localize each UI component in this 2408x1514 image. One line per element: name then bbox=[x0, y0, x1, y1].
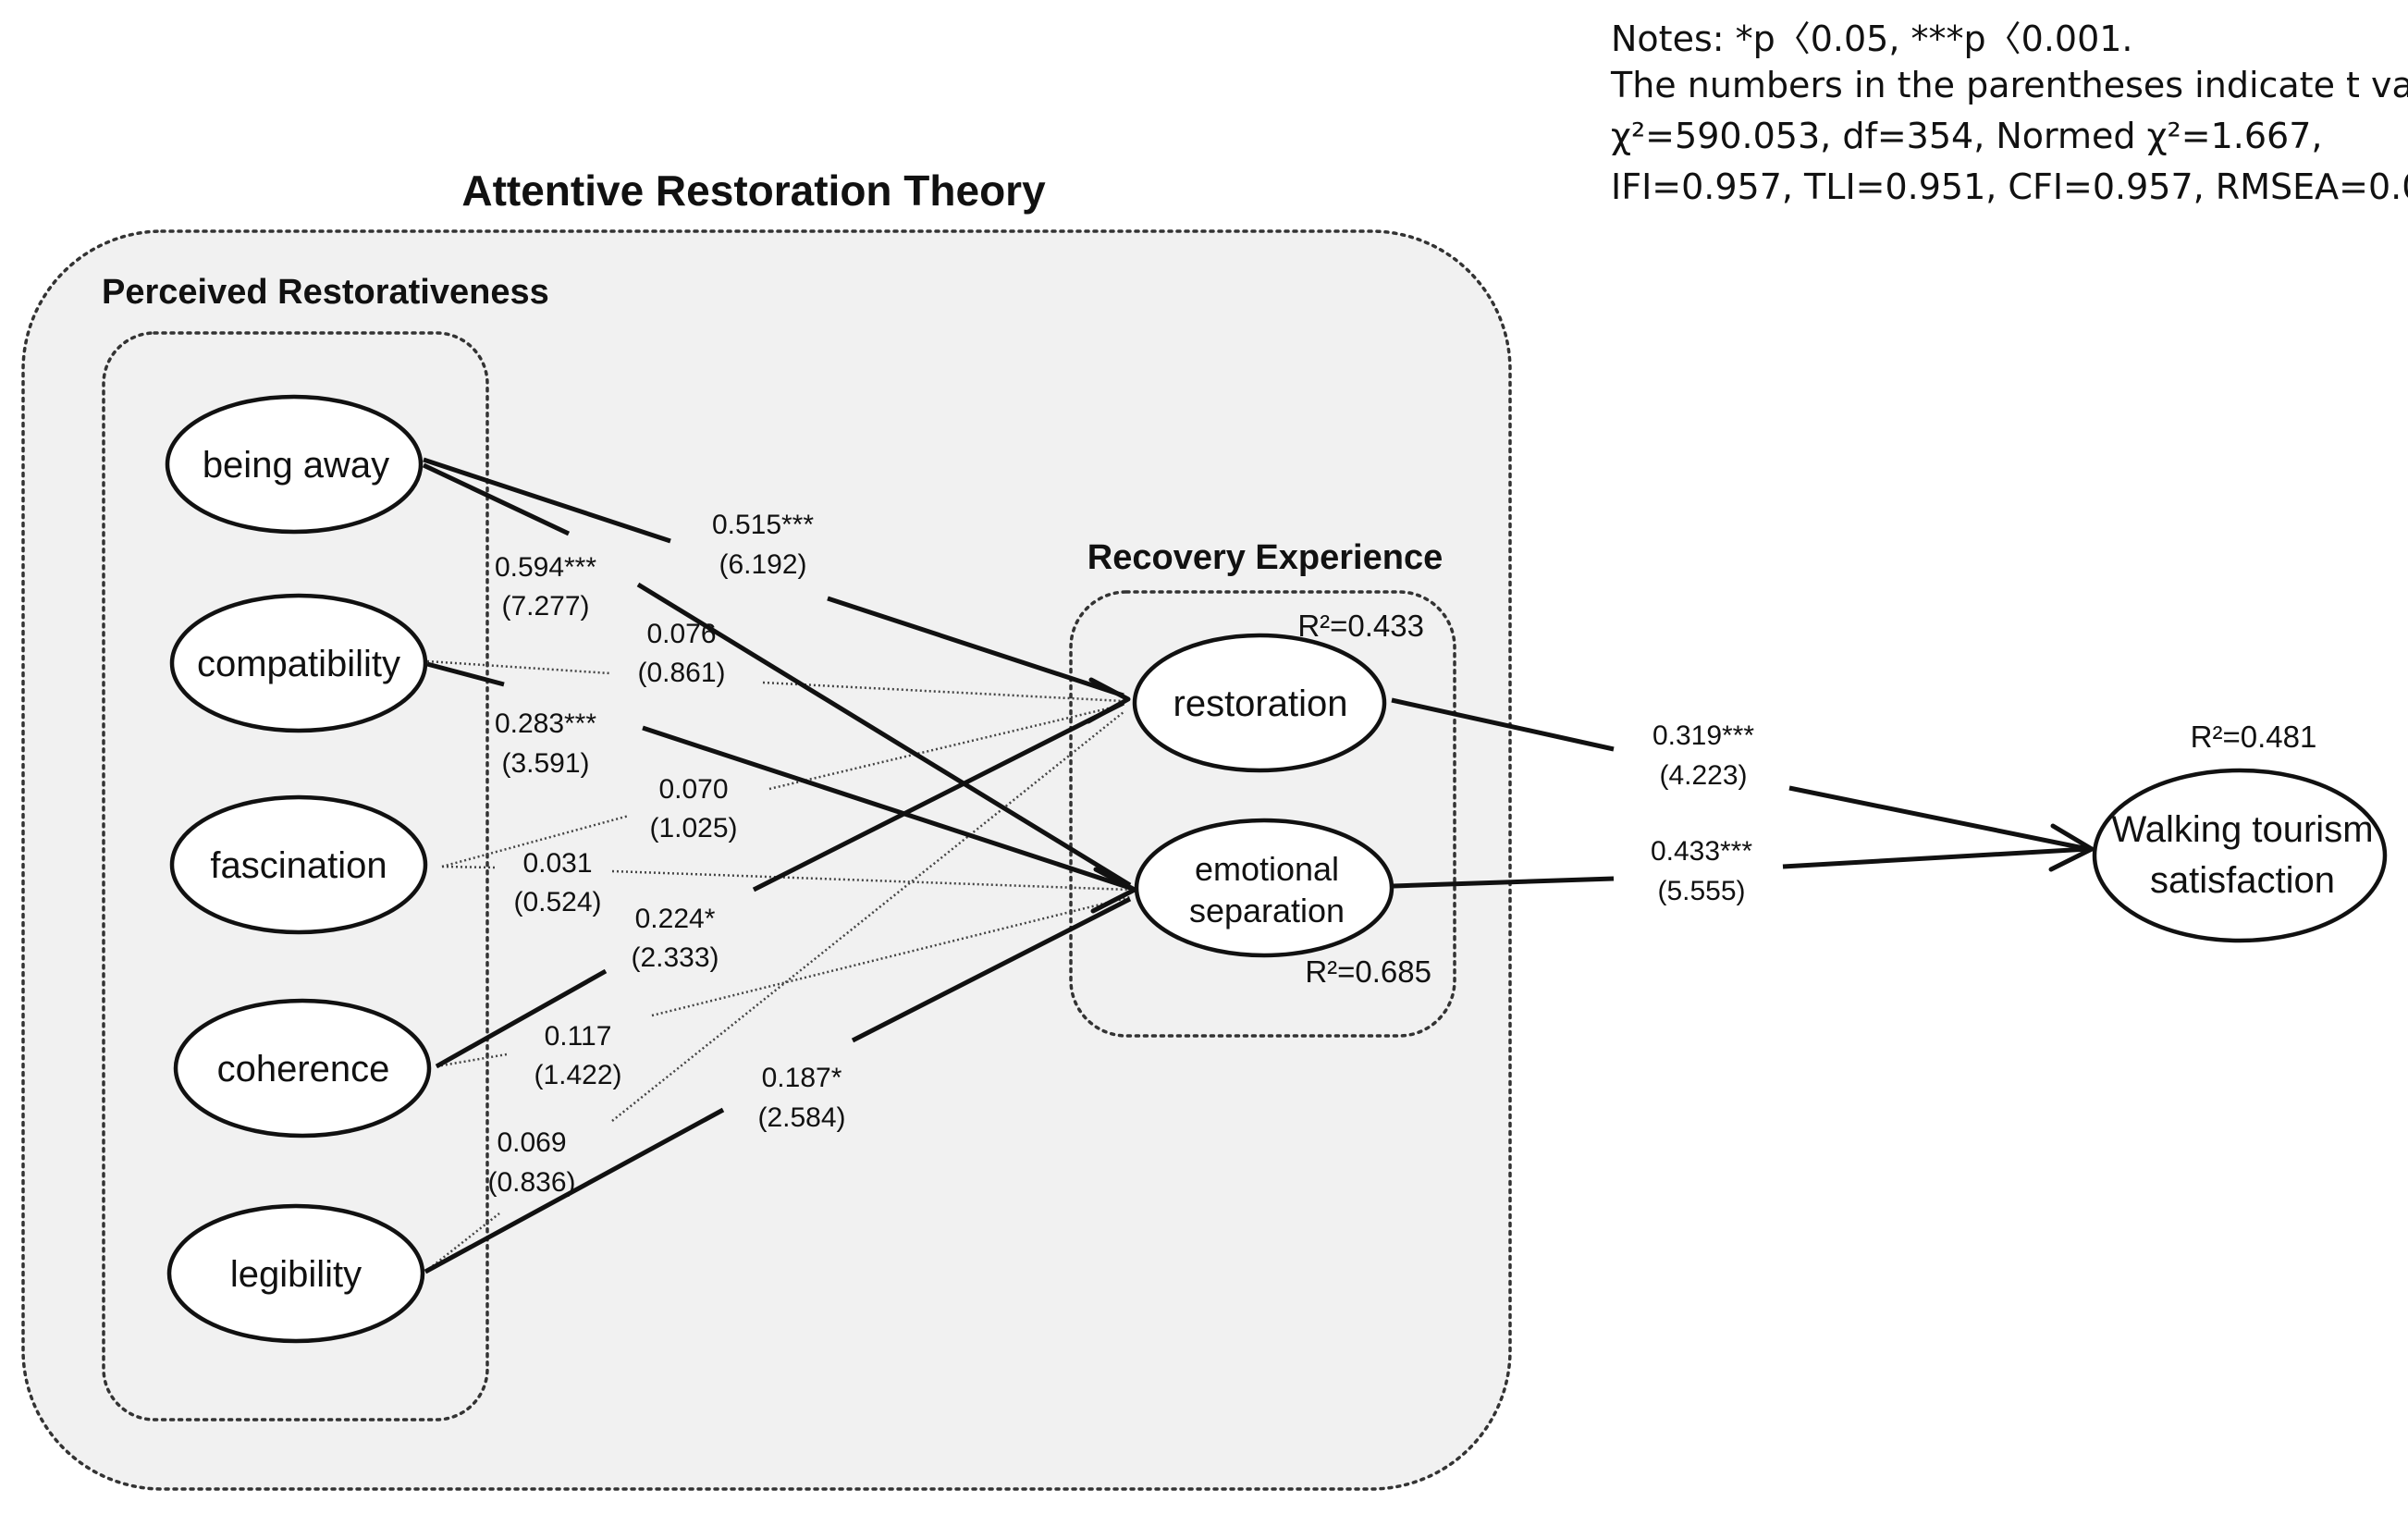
node-fascination: fascination bbox=[169, 794, 428, 935]
coefficient-labels: 0.515*** (6.192) 0.594*** (7.277) 0.076 … bbox=[487, 510, 1754, 1198]
node-emotional-separation: emotional separation bbox=[1134, 818, 1394, 958]
node-being-away: being away bbox=[165, 394, 424, 535]
path-being-away-restoration-b bbox=[827, 596, 1124, 698]
node-label-being-away: being away bbox=[203, 445, 389, 486]
notes-line-3: χ²=590.053, df=354, Normed χ²=1.667, bbox=[1611, 116, 2322, 156]
node-label-satisfaction-line1: Walking tourism bbox=[2111, 809, 2373, 850]
coef-coherence-emotional: 0.117 bbox=[545, 1021, 612, 1052]
t-coherence-restoration: (2.333) bbox=[631, 942, 719, 973]
path-being-away-emotional-b bbox=[636, 582, 1132, 888]
t-legibility-emotional: (2.584) bbox=[757, 1102, 845, 1133]
recovery-experience-label: Recovery Experience bbox=[1087, 538, 1443, 577]
node-label-coherence: coherence bbox=[217, 1049, 390, 1089]
t-compatibility-emotional: (3.591) bbox=[501, 748, 589, 779]
path-compatibility-emotional-b bbox=[642, 725, 1131, 891]
diagram-title: Attentive Restoration Theory bbox=[461, 166, 1046, 215]
path-legibility-emotional-b bbox=[851, 896, 1132, 1043]
path-being-away-emotional-a bbox=[422, 462, 571, 536]
r2-emotional-separation: R²=0.685 bbox=[1305, 954, 1431, 989]
path-compatibility-restoration-a bbox=[426, 659, 611, 675]
path-compatibility-emotional-a bbox=[426, 661, 505, 687]
node-label-restoration: restoration bbox=[1173, 683, 1348, 724]
node-label-satisfaction-line2: satisfaction bbox=[2150, 860, 2335, 901]
coef-emotional-satisfaction: 0.433*** bbox=[1651, 836, 1752, 867]
notes-line-2: The numbers in the parentheses indicate … bbox=[1610, 65, 2408, 105]
coef-fascination-restoration: 0.070 bbox=[658, 774, 728, 805]
t-fascination-restoration: (1.025) bbox=[649, 813, 737, 843]
path-compatibility-restoration-b bbox=[762, 681, 1124, 703]
t-emotional-satisfaction: (5.555) bbox=[1657, 876, 1745, 906]
t-restoration-satisfaction: (4.223) bbox=[1659, 760, 1747, 791]
coef-compatibility-restoration: 0.076 bbox=[646, 619, 716, 649]
coef-being-away-emotional: 0.594*** bbox=[495, 552, 596, 583]
path-emotional-satisfaction-b bbox=[1782, 846, 2089, 869]
path-emotional-satisfaction-a bbox=[1393, 876, 1615, 889]
arrowhead-satisfaction bbox=[2048, 823, 2095, 872]
path-legibility-restoration-a bbox=[424, 1212, 500, 1273]
t-legibility-restoration: (0.836) bbox=[487, 1167, 575, 1198]
r2-satisfaction: R²=0.481 bbox=[2191, 720, 2317, 754]
arrowhead-restoration bbox=[1086, 677, 1131, 724]
node-label-compatibility: compatibility bbox=[197, 644, 400, 684]
r2-restoration: R²=0.433 bbox=[1297, 609, 1424, 643]
path-being-away-restoration-a bbox=[423, 457, 671, 544]
node-label-emotional-line2: separation bbox=[1189, 892, 1345, 929]
path-legibility-emotional-a bbox=[424, 1107, 725, 1274]
perceived-restorativeness-label: Perceived Restorativeness bbox=[102, 273, 549, 312]
perceived-restorativeness-box bbox=[102, 331, 489, 1422]
node-label-emotional-line1: emotional bbox=[1195, 850, 1339, 888]
node-legibility: legibility bbox=[166, 1203, 425, 1344]
t-being-away-emotional: (7.277) bbox=[501, 591, 589, 622]
coef-legibility-emotional: 0.187* bbox=[762, 1063, 842, 1093]
path-fascination-restoration-b bbox=[768, 703, 1124, 791]
coef-legibility-restoration: 0.069 bbox=[497, 1127, 566, 1158]
node-restoration: restoration bbox=[1132, 633, 1387, 773]
coef-being-away-restoration: 0.515*** bbox=[712, 510, 814, 540]
path-fascination-emotional-b bbox=[611, 869, 1131, 892]
path-restoration-satisfaction-b bbox=[1788, 785, 2089, 852]
notes-line-1: Notes: *p〈0.05, ***p〈0.001. bbox=[1611, 18, 2133, 59]
nonsignificant-paths bbox=[424, 659, 1131, 1273]
theory-group-box bbox=[21, 229, 1512, 1491]
coef-fascination-emotional: 0.031 bbox=[522, 848, 592, 879]
t-fascination-emotional: (0.524) bbox=[513, 887, 601, 917]
coef-restoration-satisfaction: 0.319*** bbox=[1652, 720, 1754, 751]
coef-coherence-restoration: 0.224* bbox=[635, 904, 716, 934]
path-coherence-restoration-b bbox=[752, 700, 1125, 892]
path-coherence-restoration-a bbox=[435, 968, 608, 1069]
significant-paths bbox=[422, 457, 2089, 1274]
node-compatibility: compatibility bbox=[169, 593, 428, 733]
notes-line-4: IFI=0.957, TLI=0.951, CFI=0.957, RMSEA=0… bbox=[1611, 166, 2408, 207]
recovery-experience-box bbox=[1069, 590, 1456, 1038]
t-being-away-restoration: (6.192) bbox=[719, 549, 806, 580]
coef-compatibility-emotional: 0.283*** bbox=[495, 708, 596, 739]
node-coherence: coherence bbox=[173, 998, 432, 1139]
t-compatibility-restoration: (0.861) bbox=[637, 658, 725, 688]
node-label-fascination: fascination bbox=[210, 845, 387, 886]
path-coherence-emotional-b bbox=[651, 895, 1131, 1017]
node-walking-tourism-satisfaction: Walking tourism satisfaction bbox=[2092, 768, 2388, 943]
path-restoration-satisfaction-a bbox=[1391, 697, 1615, 752]
notes: Notes: *p〈0.05, ***p〈0.001. The numbers … bbox=[1610, 18, 2408, 207]
node-label-legibility: legibility bbox=[230, 1254, 362, 1295]
t-coherence-emotional: (1.422) bbox=[534, 1060, 621, 1090]
